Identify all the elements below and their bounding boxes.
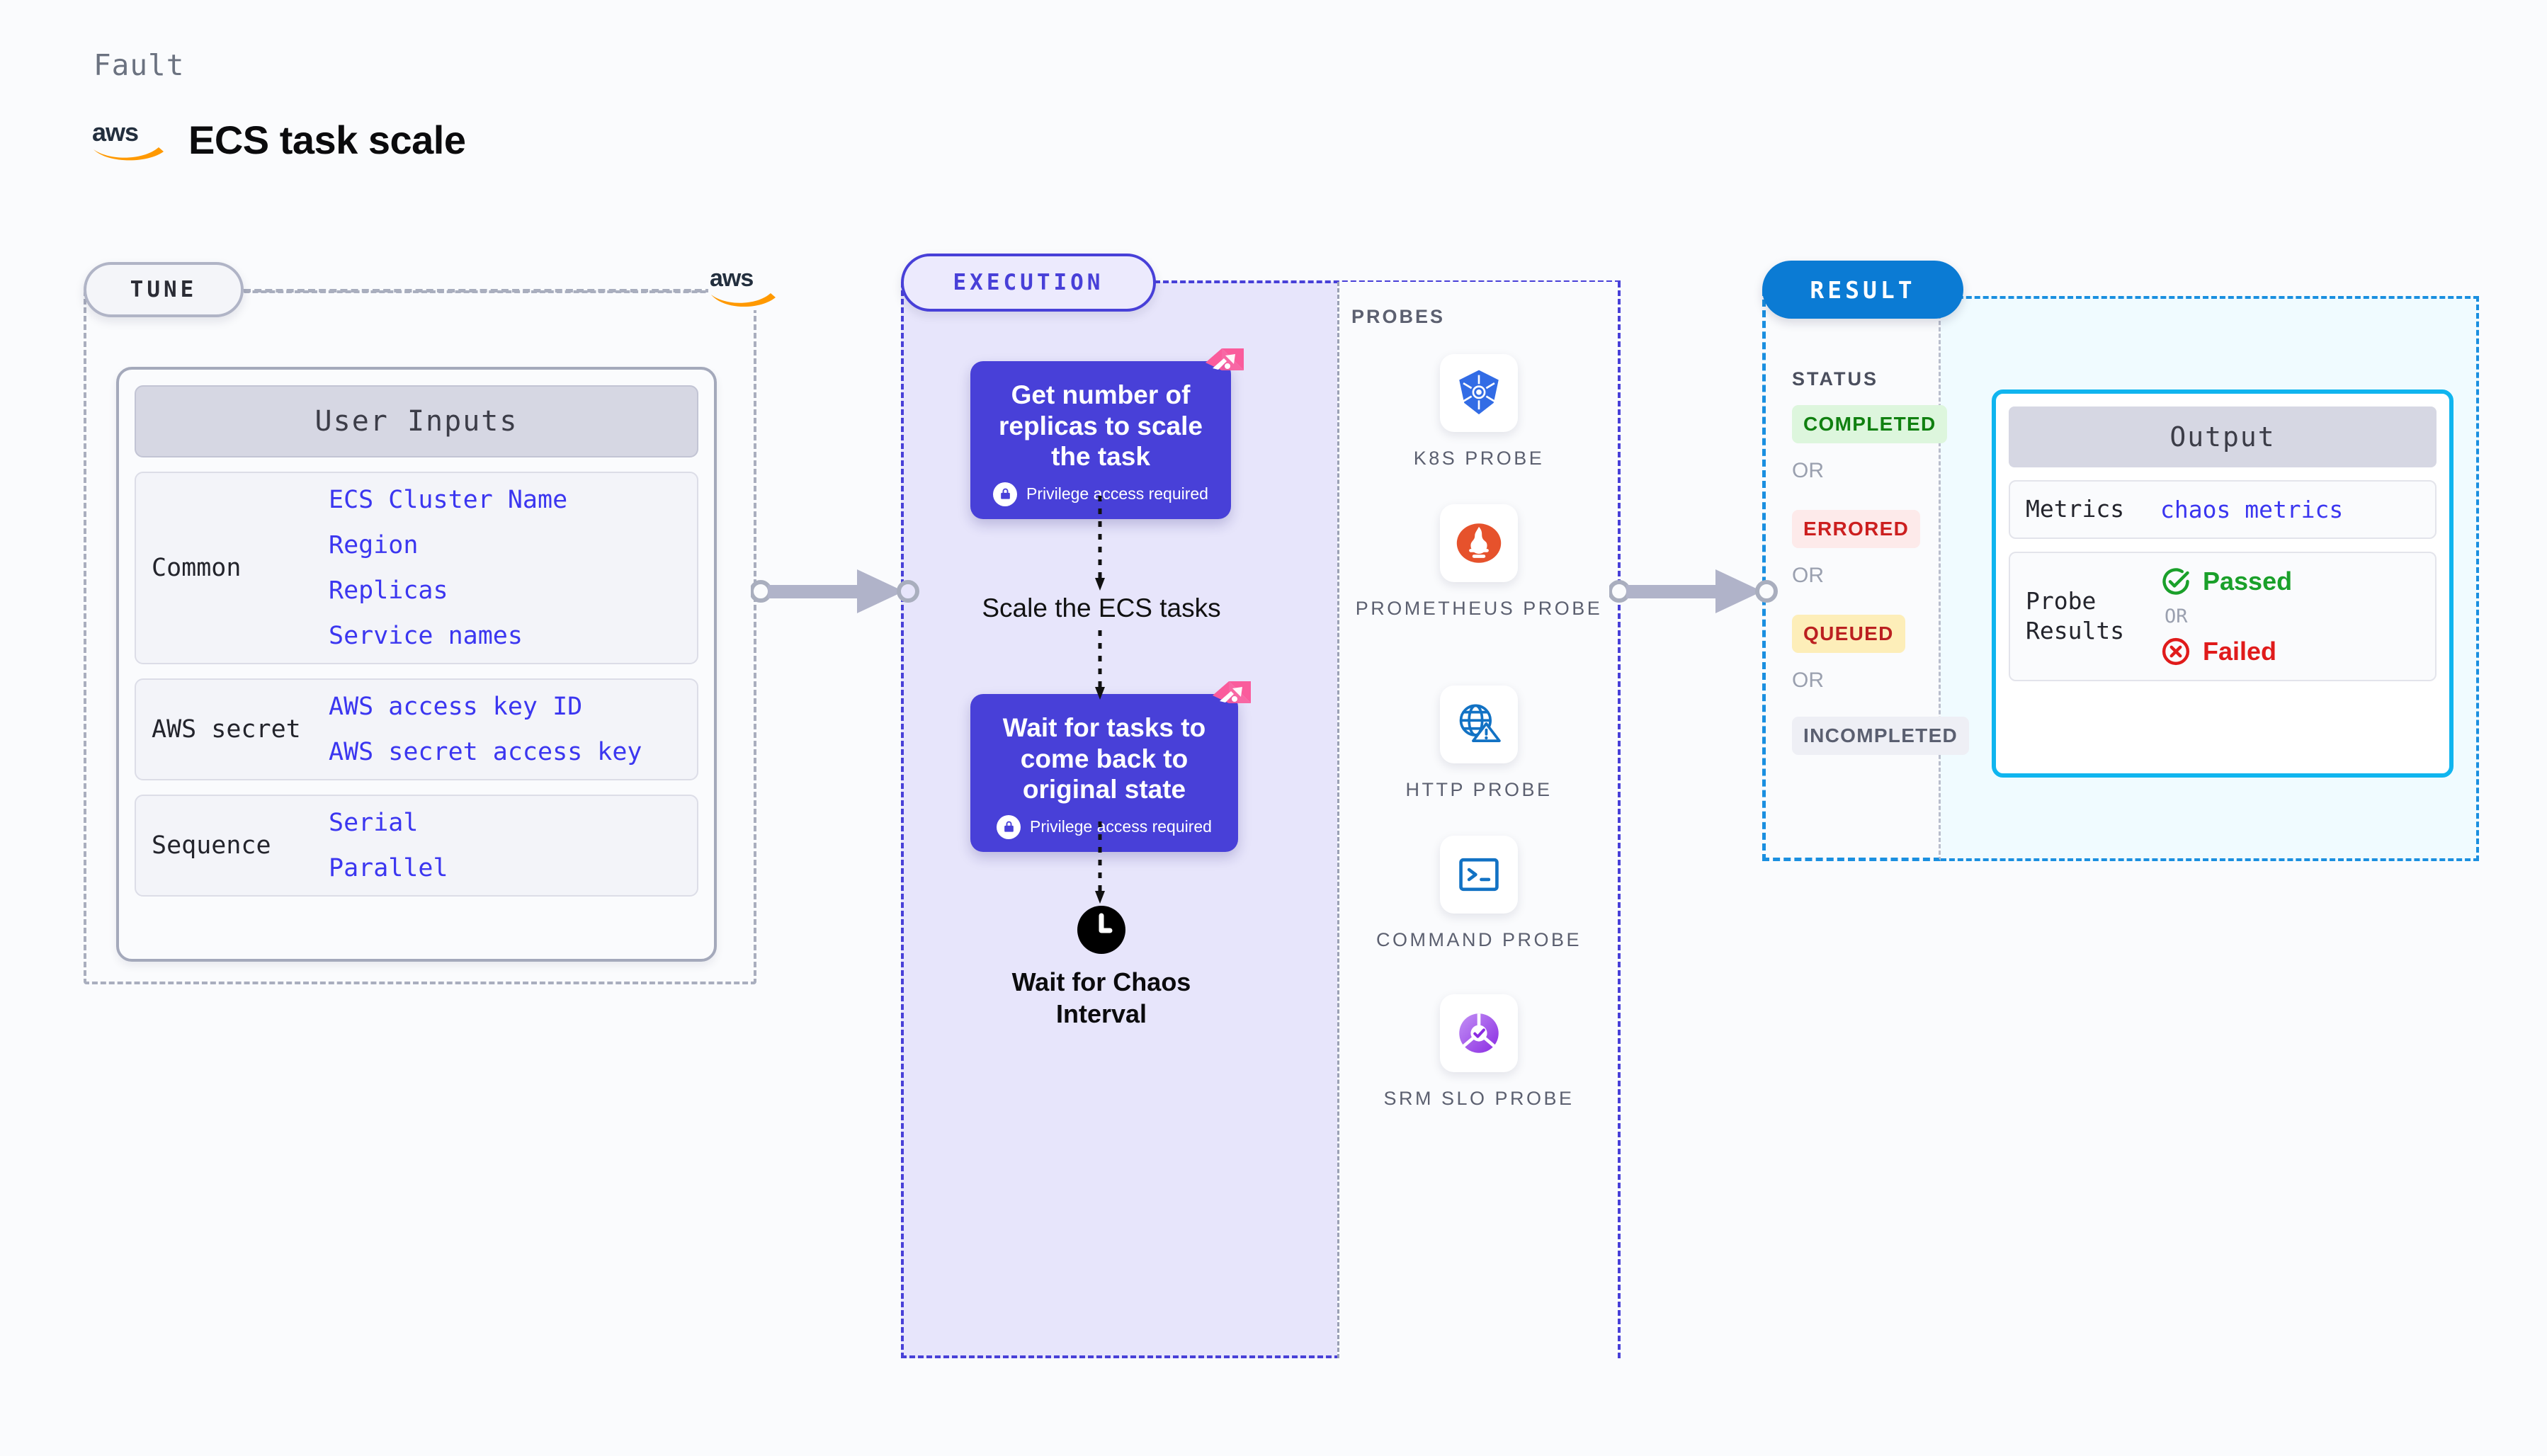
status-badge-completed: COMPLETED (1792, 405, 1948, 443)
execution-middle-label: Scale the ECS tasks (982, 593, 1221, 622)
srm-slo-icon (1440, 994, 1518, 1072)
wait-for-chaos-interval: Wait for Chaos Interval (985, 905, 1218, 1030)
passed-label: Passed (2203, 566, 2293, 596)
flow-connector-3 (1093, 821, 1107, 906)
or-label: OR (1792, 459, 1824, 482)
chaos-flag-icon (1206, 680, 1252, 724)
check-circle-icon (2160, 566, 2191, 597)
step-subtitle: Privilege access required (1030, 817, 1212, 836)
input-value[interactable]: Region (329, 531, 419, 559)
http-globe-warning-icon (1440, 686, 1518, 763)
input-value[interactable]: AWS secret access key (329, 738, 642, 766)
step-title: Get number of replicas to scale the task (999, 380, 1203, 472)
input-value[interactable]: Parallel (329, 854, 448, 882)
flow-connector-1 (1093, 496, 1107, 595)
user-inputs-card: User Inputs Common ECS Cluster Name Regi… (116, 367, 717, 962)
aws-logo-icon-small: aws (708, 261, 779, 310)
group-label: AWS secret (152, 715, 301, 744)
input-value[interactable]: Replicas (329, 576, 448, 605)
input-value[interactable]: AWS access key ID (329, 693, 583, 721)
group-label: Sequence (152, 831, 271, 860)
probe-results-label: Probe Results (2026, 586, 2125, 645)
or-label: OR (1792, 564, 1824, 587)
probe-srm-slo[interactable]: SRM SLO PROBE (1337, 994, 1621, 1113)
input-group-sequence: Sequence Serial Parallel (135, 795, 698, 897)
output-header: Output (2009, 406, 2437, 467)
failed-label: Failed (2203, 636, 2277, 666)
execution-step-1[interactable]: Get number of replicas to scale the task… (970, 361, 1231, 519)
result-status-panel (1762, 289, 1941, 861)
probe-result-passed: Passed (2160, 566, 2292, 597)
probe-http[interactable]: HTTP PROBE (1337, 686, 1621, 804)
metrics-label: Metrics (2026, 495, 2125, 523)
execution-pill[interactable]: EXECUTION (901, 254, 1156, 312)
lock-icon (993, 482, 1018, 506)
svg-text:aws: aws (92, 118, 138, 147)
group-label: Common (152, 554, 242, 582)
x-circle-icon (2160, 636, 2191, 667)
flow-arrow-execution-to-result (1609, 559, 1779, 623)
tune-aws-connector (244, 289, 713, 292)
probe-label: COMMAND PROBE (1375, 929, 1582, 950)
prometheus-icon (1440, 504, 1518, 582)
svg-text:aws: aws (710, 265, 753, 292)
probe-k8s[interactable]: K8S PROBE (1337, 354, 1621, 472)
probe-label: HTTP PROBE (1405, 779, 1553, 800)
chaos-flag-icon (1198, 347, 1245, 391)
probe-label: K8S PROBE (1413, 448, 1545, 469)
step-subtitle: Privilege access required (1026, 484, 1208, 504)
page-title-text: ECS task scale (188, 118, 466, 162)
input-value[interactable]: Serial (329, 809, 419, 837)
input-group-common: Common ECS Cluster Name Region Replicas … (135, 472, 698, 664)
probe-result-failed: Failed (2160, 636, 2292, 667)
flow-arrow-tune-to-execution (751, 559, 921, 623)
probe-prometheus[interactable]: PROMETHEUS PROBE (1337, 504, 1621, 622)
flow-connector-2 (1093, 630, 1107, 703)
user-inputs-header: User Inputs (135, 385, 698, 457)
result-pill[interactable]: RESULT (1762, 261, 1963, 319)
probe-command[interactable]: COMMAND PROBE (1337, 836, 1621, 954)
page-title: aws ECS task scale (91, 117, 466, 163)
tune-pill[interactable]: TUNE (84, 262, 244, 317)
metrics-value[interactable]: chaos metrics (2160, 495, 2344, 523)
aws-logo-icon: aws (91, 118, 169, 162)
output-row-metrics: Metrics chaos metrics (2009, 480, 2437, 539)
terminal-icon (1440, 836, 1518, 914)
lock-icon (997, 814, 1021, 839)
probes-panel (1337, 282, 1621, 1358)
input-group-aws-secret: AWS secret AWS access key ID AWS secret … (135, 678, 698, 780)
wait-label: Wait for Chaos Interval (1011, 967, 1191, 1028)
clock-icon (1077, 905, 1126, 955)
step-title: Wait for tasks to come back to original … (1002, 713, 1206, 804)
output-card: Output Metrics chaos metrics Probe Resul… (1992, 389, 2454, 778)
execution-step-2[interactable]: Wait for tasks to come back to original … (970, 694, 1238, 852)
input-value[interactable]: ECS Cluster Name (329, 486, 568, 514)
input-value[interactable]: Service names (329, 622, 523, 650)
or-label: OR (2165, 605, 2188, 627)
fault-label: Fault (93, 48, 185, 82)
status-badge-errored: ERRORED (1792, 510, 1921, 548)
status-badge-queued: QUEUED (1792, 615, 1905, 653)
or-label: OR (1792, 669, 1824, 692)
probes-title: PROBES (1351, 306, 1446, 327)
probe-label: PROMETHEUS PROBE (1355, 598, 1603, 619)
output-row-probe-results: Probe Results Passed OR (2009, 551, 2437, 681)
status-badge-incompleted: INCOMPLETED (1792, 717, 1970, 755)
probe-label: SRM SLO PROBE (1383, 1088, 1575, 1109)
kubernetes-icon (1440, 354, 1518, 432)
status-title: STATUS (1792, 368, 1878, 389)
